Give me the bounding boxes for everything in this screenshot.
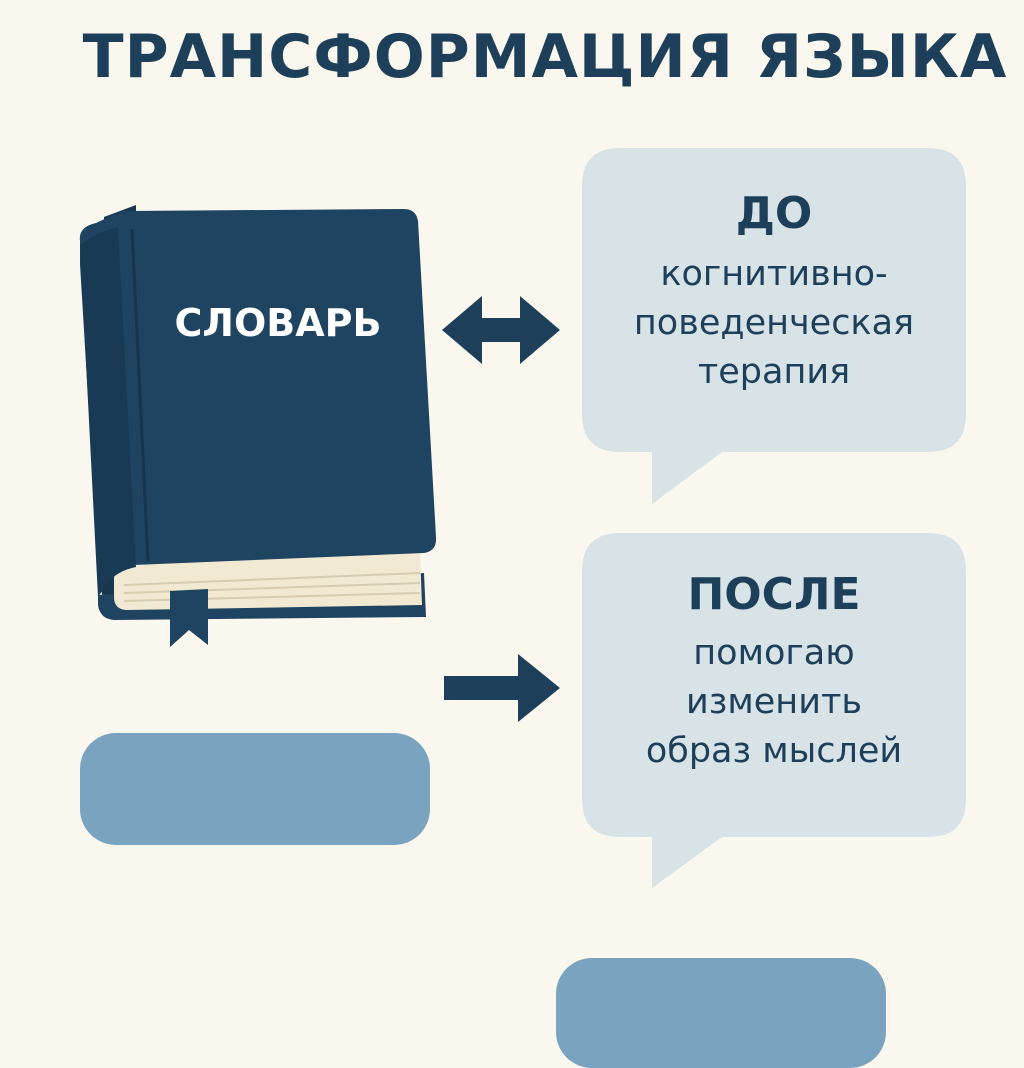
before-speech-bubble: ДО когнитивно- поведенческая терапия bbox=[582, 148, 966, 506]
before-heading: ДО bbox=[735, 188, 813, 239]
book-label: СЛОВАРЬ bbox=[174, 301, 382, 345]
after-line-2: изменить bbox=[686, 682, 862, 722]
page-title: ТРАНСФОРМАЦИЯ ЯЗЫКА bbox=[82, 22, 1008, 92]
book-icon bbox=[79, 205, 437, 647]
after-line-1: помогаю bbox=[693, 633, 855, 673]
after-heading: ПОСЛЕ bbox=[687, 569, 861, 620]
before-line-2: поведенческая bbox=[633, 303, 915, 343]
after-line-3: образ мыслей bbox=[645, 731, 903, 771]
blank-label-pill bbox=[80, 733, 430, 845]
arrow-right-icon bbox=[444, 654, 560, 722]
blank-bottom-pill bbox=[556, 958, 886, 1068]
before-line-3: терапия bbox=[697, 352, 851, 392]
dictionary-book: СЛОВАРЬ bbox=[74, 205, 444, 655]
double-arrow-icon bbox=[442, 296, 560, 364]
speech-bubble-shape bbox=[582, 533, 966, 888]
before-line-1: когнитивно- bbox=[660, 254, 888, 294]
after-speech-bubble: ПОСЛЕ помогаю изменить образ мыслей bbox=[582, 533, 966, 890]
speech-bubble-shape bbox=[582, 148, 966, 504]
